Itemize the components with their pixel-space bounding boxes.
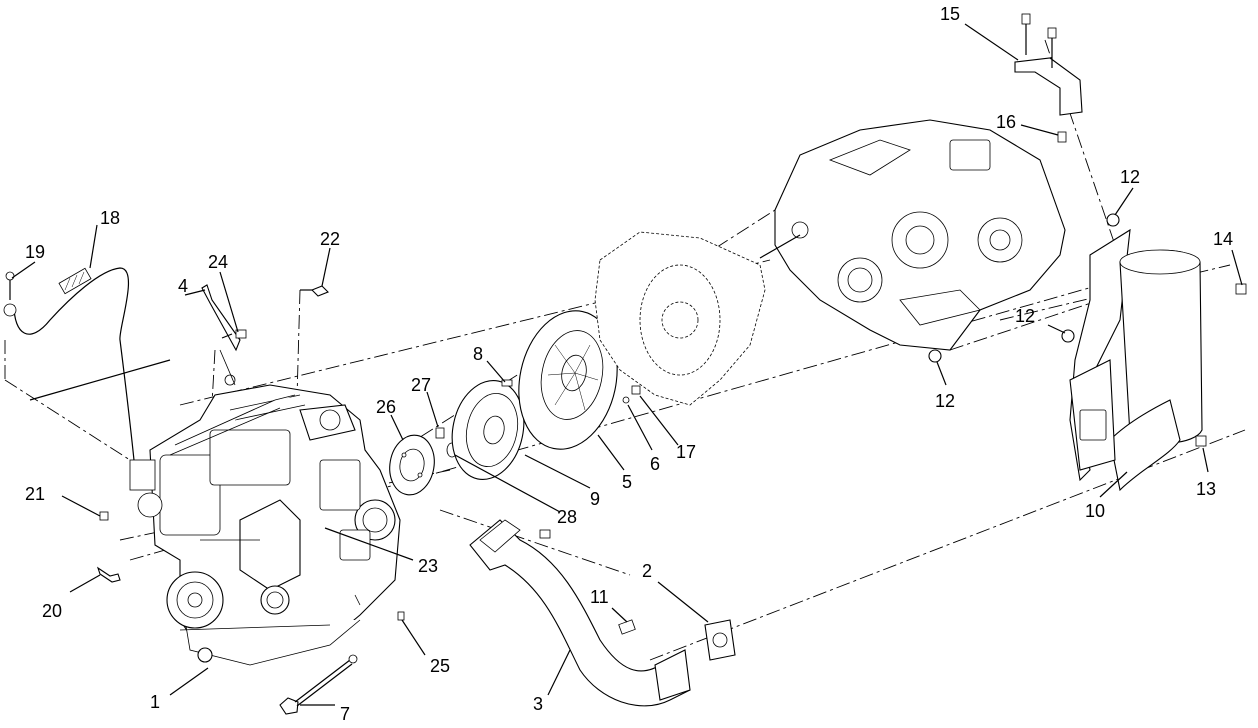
callout-2: 2 — [642, 561, 652, 581]
callout-1: 1 — [150, 692, 160, 712]
callout-26: 26 — [376, 397, 396, 417]
callout-18: 18 — [100, 208, 120, 228]
bell-housing — [594, 231, 766, 406]
muffler — [1069, 228, 1247, 492]
callout-7: 7 — [340, 704, 350, 724]
callout-12-b: 12 — [1015, 306, 1035, 326]
engine-assembly — [129, 384, 401, 666]
callout-20: 20 — [42, 601, 62, 621]
callout-12-a: 12 — [1120, 167, 1140, 187]
callout-5: 5 — [622, 472, 632, 492]
callout-23: 23 — [418, 556, 438, 576]
callout-12-c: 12 — [935, 391, 955, 411]
callout-13: 13 — [1196, 479, 1216, 499]
callout-19: 19 — [25, 242, 45, 262]
callout-4: 4 — [178, 276, 188, 296]
callout-6: 6 — [650, 454, 660, 474]
callout-27: 27 — [411, 375, 431, 395]
flywheel-parts — [389, 310, 641, 496]
callout-17: 17 — [676, 442, 696, 462]
callout-3: 3 — [533, 694, 543, 714]
callout-22: 22 — [320, 229, 340, 249]
callout-16: 16 — [996, 112, 1016, 132]
callout-10: 10 — [1085, 501, 1105, 521]
callout-21: 21 — [25, 484, 45, 504]
leader-lines — [11, 23, 1243, 706]
callout-15: 15 — [940, 4, 960, 24]
callout-labels: 1 2 3 4 5 6 7 8 9 10 11 12 12 12 13 14 1… — [25, 4, 1233, 724]
callout-25: 25 — [430, 656, 450, 676]
callout-14: 14 — [1213, 229, 1233, 249]
callout-8: 8 — [473, 344, 483, 364]
engine-small-parts — [96, 284, 405, 715]
callout-28: 28 — [557, 507, 577, 527]
exhaust-pipe — [469, 519, 736, 707]
throttle-cable — [3, 267, 171, 471]
callout-9: 9 — [590, 489, 600, 509]
transmission — [759, 119, 1075, 363]
callout-11: 11 — [590, 587, 609, 607]
mount-bracket — [1014, 13, 1120, 227]
callout-24: 24 — [208, 252, 228, 272]
